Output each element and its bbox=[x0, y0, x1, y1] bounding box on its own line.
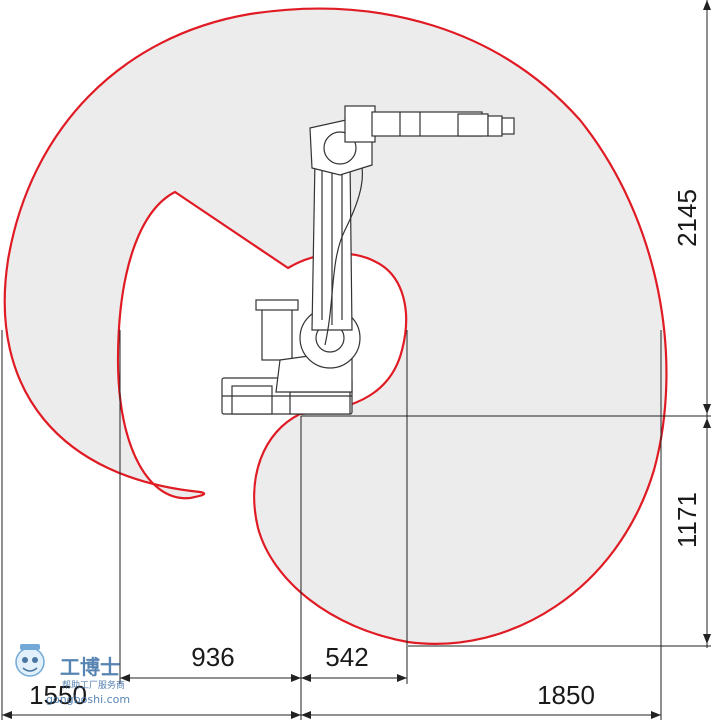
work-envelope-area bbox=[3, 7, 668, 645]
dim-1171: 1171 bbox=[672, 492, 702, 548]
robot-arm-drawing bbox=[221, 105, 515, 415]
dim-1550: 1550 bbox=[29, 680, 87, 710]
watermark-url: gongboshi.com bbox=[46, 693, 130, 706]
dim-936: 936 bbox=[191, 642, 234, 672]
dim-1850: 1850 bbox=[537, 680, 595, 710]
watermark: 工博士 帮助工厂服务商 gongboshi.com bbox=[15, 644, 130, 706]
dim-2145: 2145 bbox=[672, 189, 702, 247]
watermark-tagline: 帮助工厂服务商 bbox=[62, 679, 125, 691]
robot-mascot-icon bbox=[15, 644, 45, 677]
watermark-brand: 工博士 bbox=[60, 655, 120, 679]
dim-542: 542 bbox=[325, 642, 368, 672]
